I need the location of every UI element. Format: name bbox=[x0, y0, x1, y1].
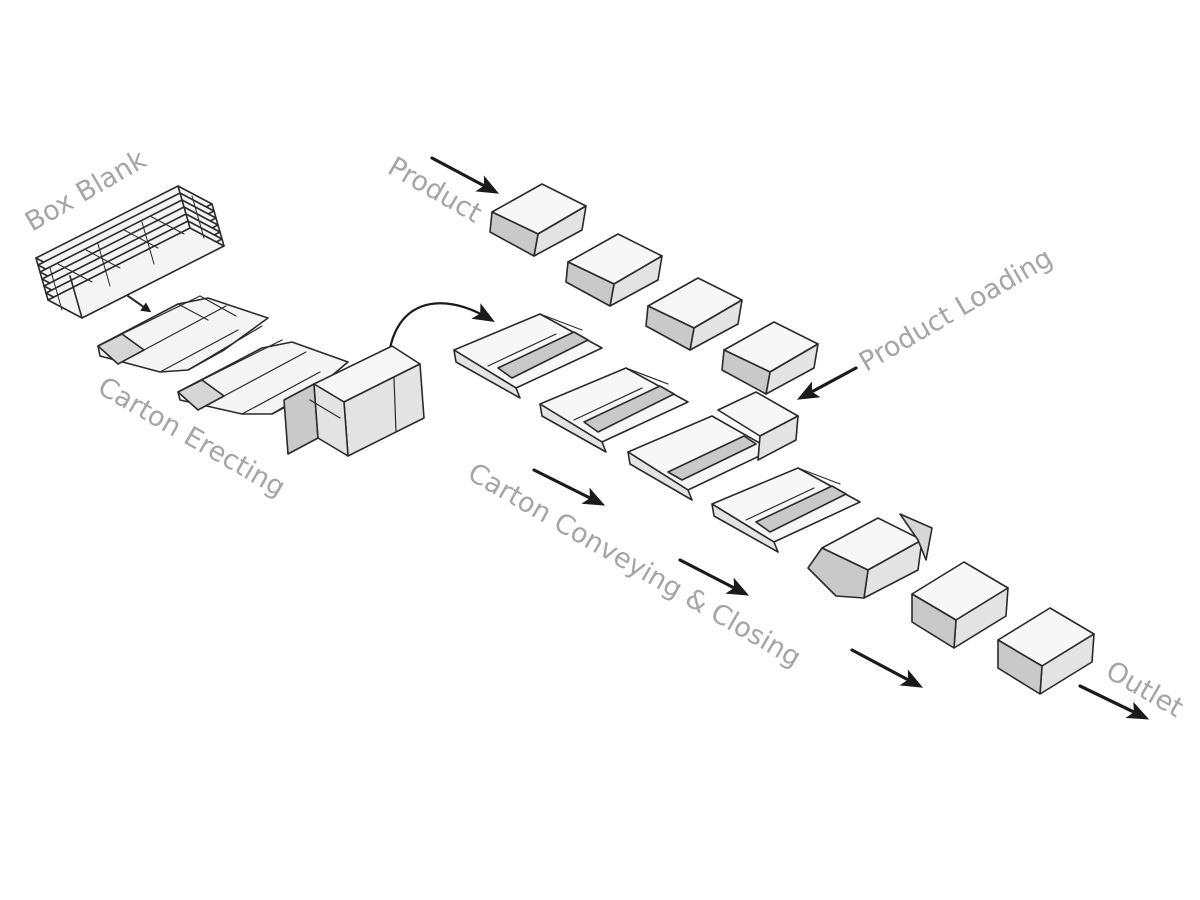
arrow-product-in bbox=[430, 156, 500, 194]
closed-carton-2 bbox=[997, 607, 1095, 695]
arrow-transfer-curve bbox=[386, 302, 495, 366]
arrow-conveying-2 bbox=[678, 558, 750, 596]
product-4 bbox=[721, 321, 819, 395]
arrow-conveying-1 bbox=[532, 468, 606, 506]
label-product: Product bbox=[383, 151, 487, 229]
label-product-loading: Product Loading bbox=[854, 242, 1058, 378]
label-outlet: Outlet bbox=[1101, 655, 1189, 724]
product-3 bbox=[645, 277, 743, 351]
open-carton-2 bbox=[539, 367, 689, 453]
box-blank-stack bbox=[35, 185, 225, 319]
closed-carton-1 bbox=[911, 561, 1009, 649]
closing-carton bbox=[807, 513, 933, 599]
carton-erecting-blank-1 bbox=[97, 295, 269, 373]
arrow-product-loading bbox=[796, 366, 858, 400]
loaded-carton-3 bbox=[627, 391, 799, 501]
arrow-conveying-3 bbox=[850, 648, 924, 688]
arrow-outlet bbox=[1078, 684, 1150, 720]
product-1 bbox=[489, 183, 587, 257]
open-carton-4 bbox=[711, 467, 861, 553]
carton-erecting-opened bbox=[283, 345, 425, 457]
open-carton-1 bbox=[453, 313, 603, 399]
arrow-blank-down bbox=[127, 295, 152, 313]
product-2 bbox=[565, 233, 663, 307]
